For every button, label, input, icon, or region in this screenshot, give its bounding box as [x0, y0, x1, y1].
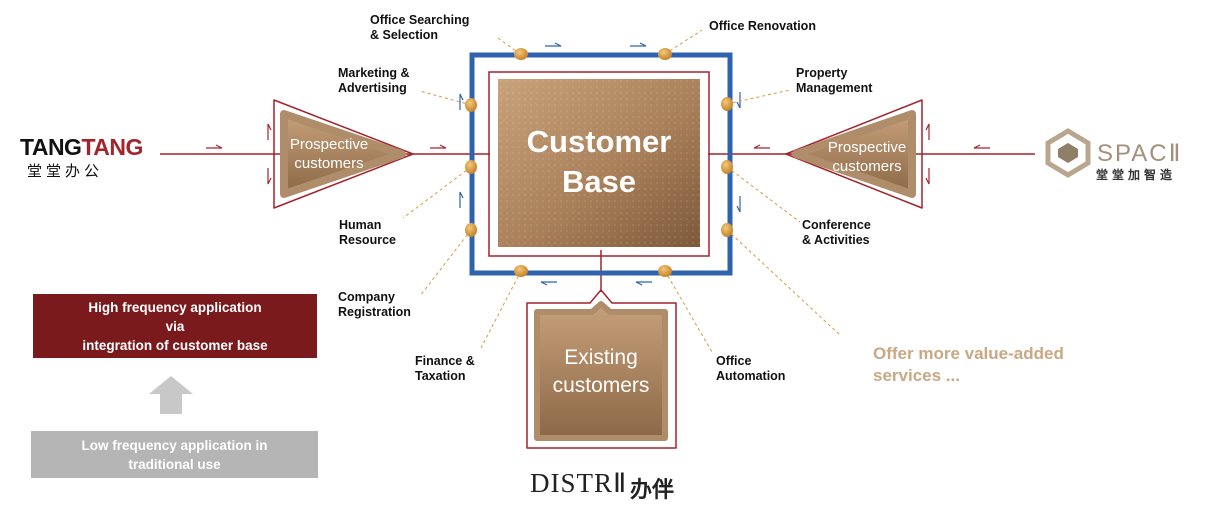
flow-arrow — [206, 144, 223, 149]
service-dot — [721, 223, 733, 237]
label-marketing: Marketing & Advertising — [338, 66, 410, 95]
offer-more-services: Offer more value-added services ... — [873, 344, 1064, 385]
service-dots — [465, 48, 733, 277]
flow-arrow — [736, 196, 741, 213]
distrii-logo-cn: 办伴 — [630, 478, 675, 503]
prospective-right-line2: customers — [832, 158, 901, 175]
service-dot — [465, 223, 477, 237]
flow-arrow — [635, 281, 652, 286]
service-dot — [465, 98, 477, 112]
flow-arrow — [540, 281, 557, 286]
label-office-renovation: Office Renovation — [709, 19, 816, 33]
prospective-left-line2: customers — [294, 155, 363, 172]
service-dot — [721, 160, 733, 174]
low-frequency-box: Low frequency application in traditional… — [31, 431, 318, 478]
label-company-registration: Company Registration — [338, 290, 411, 319]
service-dot — [658, 265, 672, 277]
existing-line1: Existing — [564, 346, 638, 369]
label-property-management: Property Management — [796, 66, 873, 95]
service-dot — [514, 48, 528, 60]
existing-customers-callout — [526, 289, 677, 449]
service-dot — [721, 97, 733, 111]
high-frequency-box: High frequency application via integrati… — [33, 294, 317, 358]
tangtang-logo-part2: TANG — [81, 134, 143, 160]
flow-arrow — [545, 42, 562, 47]
flow-arrow — [753, 144, 770, 149]
flow-arrow — [736, 92, 741, 109]
flow-arrow — [430, 144, 447, 149]
service-dot — [514, 265, 528, 277]
flow-arrows-red — [206, 123, 990, 185]
existing-line2: customers — [553, 374, 650, 397]
flow-arrow — [459, 191, 464, 208]
spacii-logo-text: SPACⅡ — [1097, 140, 1183, 167]
spacii-logo-icon — [1045, 128, 1091, 178]
flow-arrow — [925, 123, 930, 140]
prospective-customers-left — [273, 99, 414, 209]
center-title-line2: Base — [562, 164, 636, 199]
label-human-resource: Human Resource — [339, 218, 396, 247]
distrii-logo-text: DISTRⅡ — [530, 468, 628, 498]
label-office-searching: Office Searching & Selection — [370, 13, 470, 42]
flow-arrow — [630, 42, 647, 47]
flow-arrow — [267, 123, 272, 140]
spacii-logo-cn: 堂堂加智造 — [1096, 168, 1177, 182]
tangtang-logo-cn: 堂堂办公 — [27, 162, 104, 180]
up-arrow-icon — [149, 376, 193, 414]
flow-arrow — [973, 144, 990, 149]
service-dot — [465, 160, 477, 174]
tangtang-logo: TANGTANG — [20, 134, 143, 161]
prospective-left-line1: Prospective — [290, 136, 368, 153]
leader-lines — [402, 29, 841, 353]
label-conference: Conference & Activities — [802, 218, 871, 247]
service-dot — [658, 48, 672, 60]
prospective-customers-right — [785, 99, 923, 209]
flow-arrow — [925, 168, 930, 185]
prospective-right-line1: Prospective — [828, 139, 906, 156]
flow-arrow — [459, 93, 464, 110]
red-ring — [488, 71, 710, 257]
label-office-automation: Office Automation — [716, 354, 786, 383]
flow-arrow — [267, 168, 272, 185]
flow-arrows-blue — [459, 42, 741, 286]
tangtang-logo-part1: TANG — [20, 134, 82, 160]
label-finance: Finance & Taxation — [415, 354, 475, 383]
center-title-line1: Customer — [527, 124, 672, 159]
